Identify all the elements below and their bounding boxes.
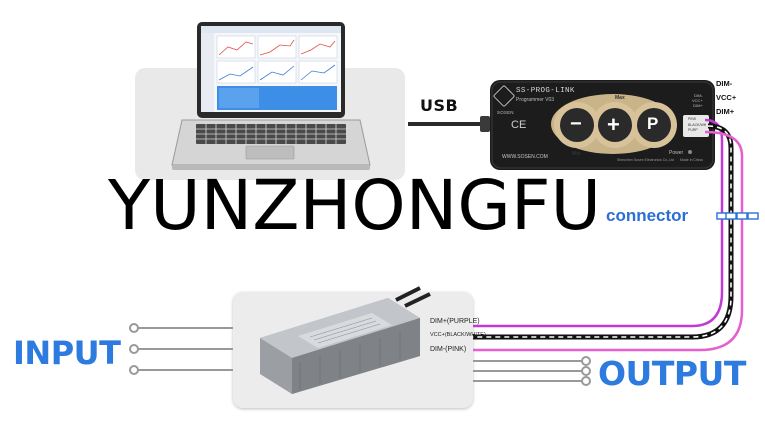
- port-label: PURP: [688, 128, 698, 132]
- plus-button-label: +: [607, 112, 620, 137]
- connector-blocks: [716, 212, 759, 220]
- output-label: OUTPUT: [598, 354, 746, 393]
- output-wires: [473, 356, 591, 386]
- programmer-min-label: Min: [572, 151, 581, 157]
- driver-pin-dim-minus: DIM-(PINK): [430, 346, 467, 353]
- ce-mark: CE: [511, 119, 527, 131]
- purple-wire: [473, 118, 724, 328]
- programmer-pin-dim-minus: DIM-: [716, 79, 733, 88]
- watermark-text: YUNZHONGFU: [108, 166, 602, 246]
- input-label: INPUT: [13, 334, 121, 372]
- programmer-device: [490, 80, 715, 170]
- p-button-label: P: [647, 114, 659, 133]
- driver-pin-vcc-plus: VCC+(BLACK/WHITE): [430, 332, 486, 338]
- programmer-pin-vcc-plus: VCC+: [716, 93, 737, 102]
- programmer-website: WWW.SOSEN.COM: [502, 154, 548, 160]
- port-label: PINK: [688, 117, 697, 121]
- usb-plug: [480, 116, 490, 132]
- led-driver-device: [260, 286, 431, 394]
- programmer-company: Shenzhen Sosen Electronics Co.,Ltd: [617, 158, 675, 162]
- minus-button[interactable]: [560, 108, 594, 142]
- port-label: BLACK/WH: [688, 122, 707, 127]
- plus-button[interactable]: [598, 108, 632, 142]
- programmer-max-label: Max: [615, 95, 625, 101]
- inner-pin-label: DIM-: [694, 93, 703, 98]
- programmer-logo-text: SOSEN: [497, 110, 514, 115]
- programmer-model: Programmer V03: [516, 97, 555, 103]
- driver-pin-dim-plus: DIM+(PURPLE): [430, 318, 480, 325]
- programmer-port: [683, 115, 709, 137]
- usb-label: USB: [420, 96, 459, 115]
- connector-label: connector: [606, 206, 689, 225]
- programmer-power-label: Power: [669, 150, 684, 156]
- inner-pin-label: DIM+: [693, 103, 703, 108]
- inner-pin-label: VCC+: [692, 98, 703, 103]
- programmer-origin: Made in China: [680, 158, 703, 162]
- pink-wire: [473, 130, 744, 352]
- programmer-pin-dim-plus: DIM+: [716, 107, 735, 116]
- programmer-port-labels: PINK BLACK/WH PURP: [688, 117, 706, 134]
- programmer-brand: SS-PROG-LINK: [516, 87, 575, 95]
- p-button[interactable]: [637, 108, 671, 142]
- input-wires: [129, 323, 233, 375]
- minus-button-label: −: [570, 113, 582, 135]
- laptop-illustration: [171, 22, 371, 170]
- programmer-inner-pins: DIM- VCC+ DIM+: [692, 93, 703, 108]
